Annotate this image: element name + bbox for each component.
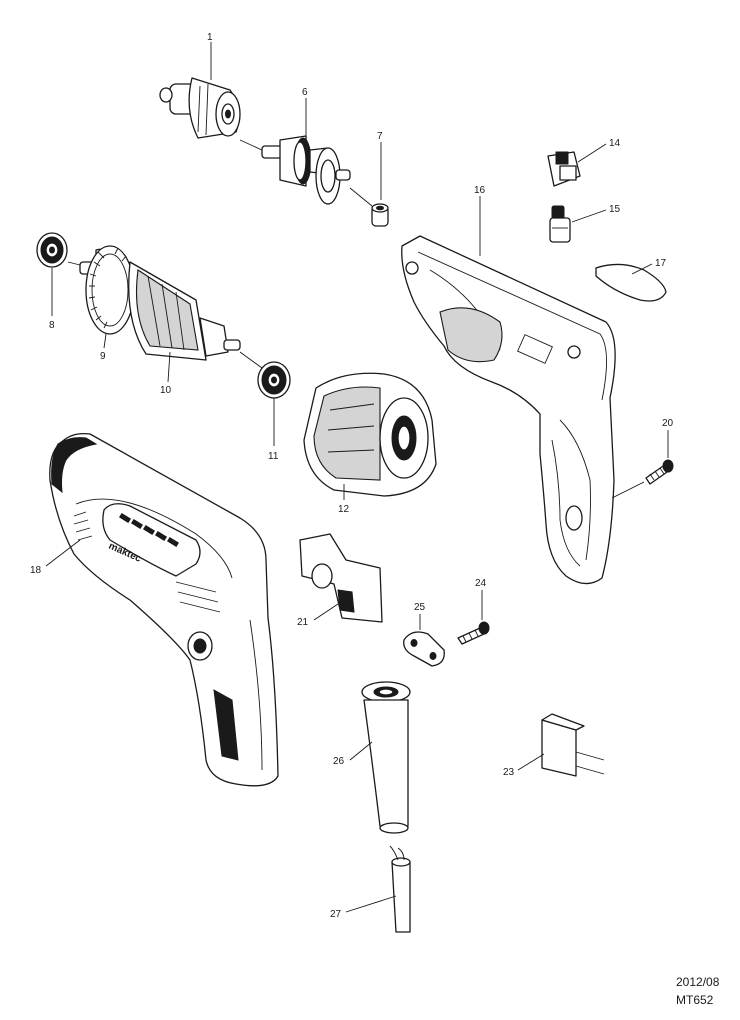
armature-part xyxy=(67,245,241,361)
sleeve-part xyxy=(371,203,389,227)
part-label-24: 24 xyxy=(475,578,487,589)
switch-part xyxy=(299,533,383,623)
part-label-14: 14 xyxy=(609,138,621,149)
part-label-1: 1 xyxy=(207,32,213,43)
cord-guard-part xyxy=(361,681,411,834)
ball-bearing-part-8 xyxy=(36,232,68,268)
tapping-screw-part-24 xyxy=(457,621,490,645)
cord-part xyxy=(389,845,411,933)
strain-relief-part xyxy=(403,631,445,667)
part-label-27: 27 xyxy=(330,909,342,920)
model-number: MT652 xyxy=(676,993,714,1007)
revision-date: 2012/08 xyxy=(676,975,720,989)
brush-holder-part xyxy=(547,151,581,187)
part-label-20: 20 xyxy=(662,418,674,429)
part-label-17: 17 xyxy=(655,258,667,269)
spindle-gear-part xyxy=(261,135,351,205)
keyed-chuck-part xyxy=(159,77,241,139)
housing-set-part: maktec xyxy=(49,432,279,787)
housing-half-part xyxy=(401,235,616,585)
carbon-brush-part xyxy=(549,205,571,243)
part-label-6: 6 xyxy=(302,87,308,98)
part-label-18: 18 xyxy=(30,565,42,576)
part-label-15: 15 xyxy=(609,204,621,215)
part-label-11: 11 xyxy=(268,451,279,462)
ball-bearing-part-11 xyxy=(257,361,291,399)
part-label-9: 9 xyxy=(100,351,106,362)
part-label-25: 25 xyxy=(414,602,426,613)
part-label-10: 10 xyxy=(160,385,172,396)
part-label-8: 8 xyxy=(49,320,55,331)
capacitor-part xyxy=(541,713,605,777)
name-plate-part xyxy=(595,263,667,302)
part-label-26: 26 xyxy=(333,756,345,767)
part-label-7: 7 xyxy=(377,131,383,142)
part-label-12: 12 xyxy=(338,504,350,515)
part-label-16: 16 xyxy=(474,185,486,196)
part-label-21: 21 xyxy=(297,617,309,628)
tapping-screw-part-20 xyxy=(645,459,674,485)
field-stator-part xyxy=(303,372,437,497)
part-label-23: 23 xyxy=(503,767,515,778)
